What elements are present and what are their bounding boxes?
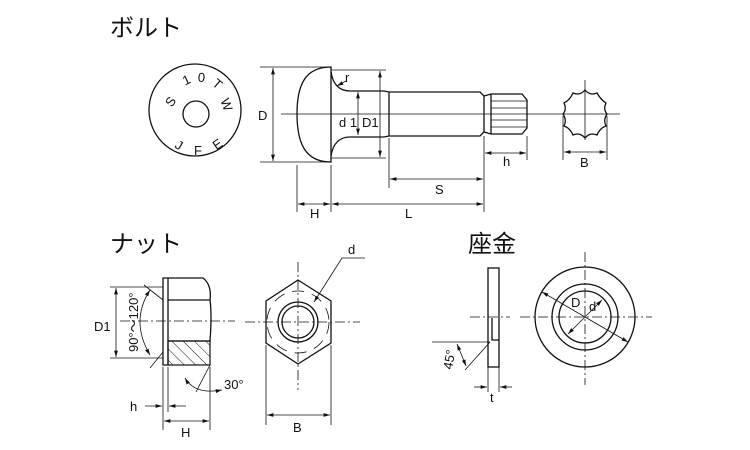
dim-label-t: t bbox=[490, 390, 494, 405]
stamp-letter: S bbox=[162, 93, 179, 109]
bolt-spline-end-view: B bbox=[562, 80, 608, 170]
dim-label-d: d bbox=[589, 299, 596, 314]
washer-title: 座金 bbox=[468, 230, 516, 258]
stamp-letter: 0 bbox=[197, 70, 206, 86]
dim-label-D: D bbox=[571, 295, 580, 310]
angle45-label: 45° bbox=[440, 349, 458, 371]
bolt-section: ボルト S 1 0 T W J F E D d 1 D1 r H L S h B bbox=[110, 14, 620, 221]
stamp-letter: T bbox=[210, 76, 226, 93]
bolt-head-stamp: S 1 0 T W J F E bbox=[148, 63, 242, 158]
washer-side-view: 45° t bbox=[432, 267, 512, 405]
dim-label-B: B bbox=[293, 420, 302, 435]
bolt-title: ボルト bbox=[110, 14, 182, 42]
dim-label-D: D bbox=[258, 108, 267, 123]
dim-label-H: H bbox=[310, 206, 319, 221]
stamp-letter: W bbox=[217, 96, 236, 113]
dim-label-L: L bbox=[405, 206, 412, 221]
nut-front-view: B d bbox=[245, 242, 365, 435]
dim-label-B: B bbox=[580, 155, 589, 170]
dim-label-D1: D1 bbox=[362, 115, 379, 130]
stamp-letter: F bbox=[194, 143, 202, 158]
dim-label-H: H bbox=[181, 425, 190, 440]
stamp-letter: 1 bbox=[180, 72, 193, 89]
nut-side-view: D1 90°～120° 30° h H bbox=[94, 277, 244, 440]
stamp-letter: J bbox=[173, 137, 186, 153]
dim-label-h: h bbox=[503, 154, 510, 169]
nut-section: ナット D1 90°～120° 30° h H B d bbox=[94, 230, 365, 440]
angle30-label: 30° bbox=[224, 377, 244, 392]
dim-label-r: r bbox=[345, 70, 350, 85]
washer-front-view: D d bbox=[520, 252, 652, 385]
dim-label-d: d bbox=[348, 242, 355, 257]
nut-title: ナット bbox=[110, 230, 182, 258]
stamp-letter: E bbox=[210, 135, 226, 152]
angle-label: 90°～120° bbox=[126, 292, 141, 352]
dim-label-D1: D1 bbox=[94, 319, 111, 334]
dim-label-h: h bbox=[130, 399, 137, 414]
dim-label-d1: d 1 bbox=[339, 115, 357, 130]
bolt-side-view: D d 1 D1 r H L S h bbox=[258, 66, 620, 221]
dim-label-S: S bbox=[435, 182, 444, 197]
washer-section: 座金 45° t D d bbox=[432, 230, 652, 405]
